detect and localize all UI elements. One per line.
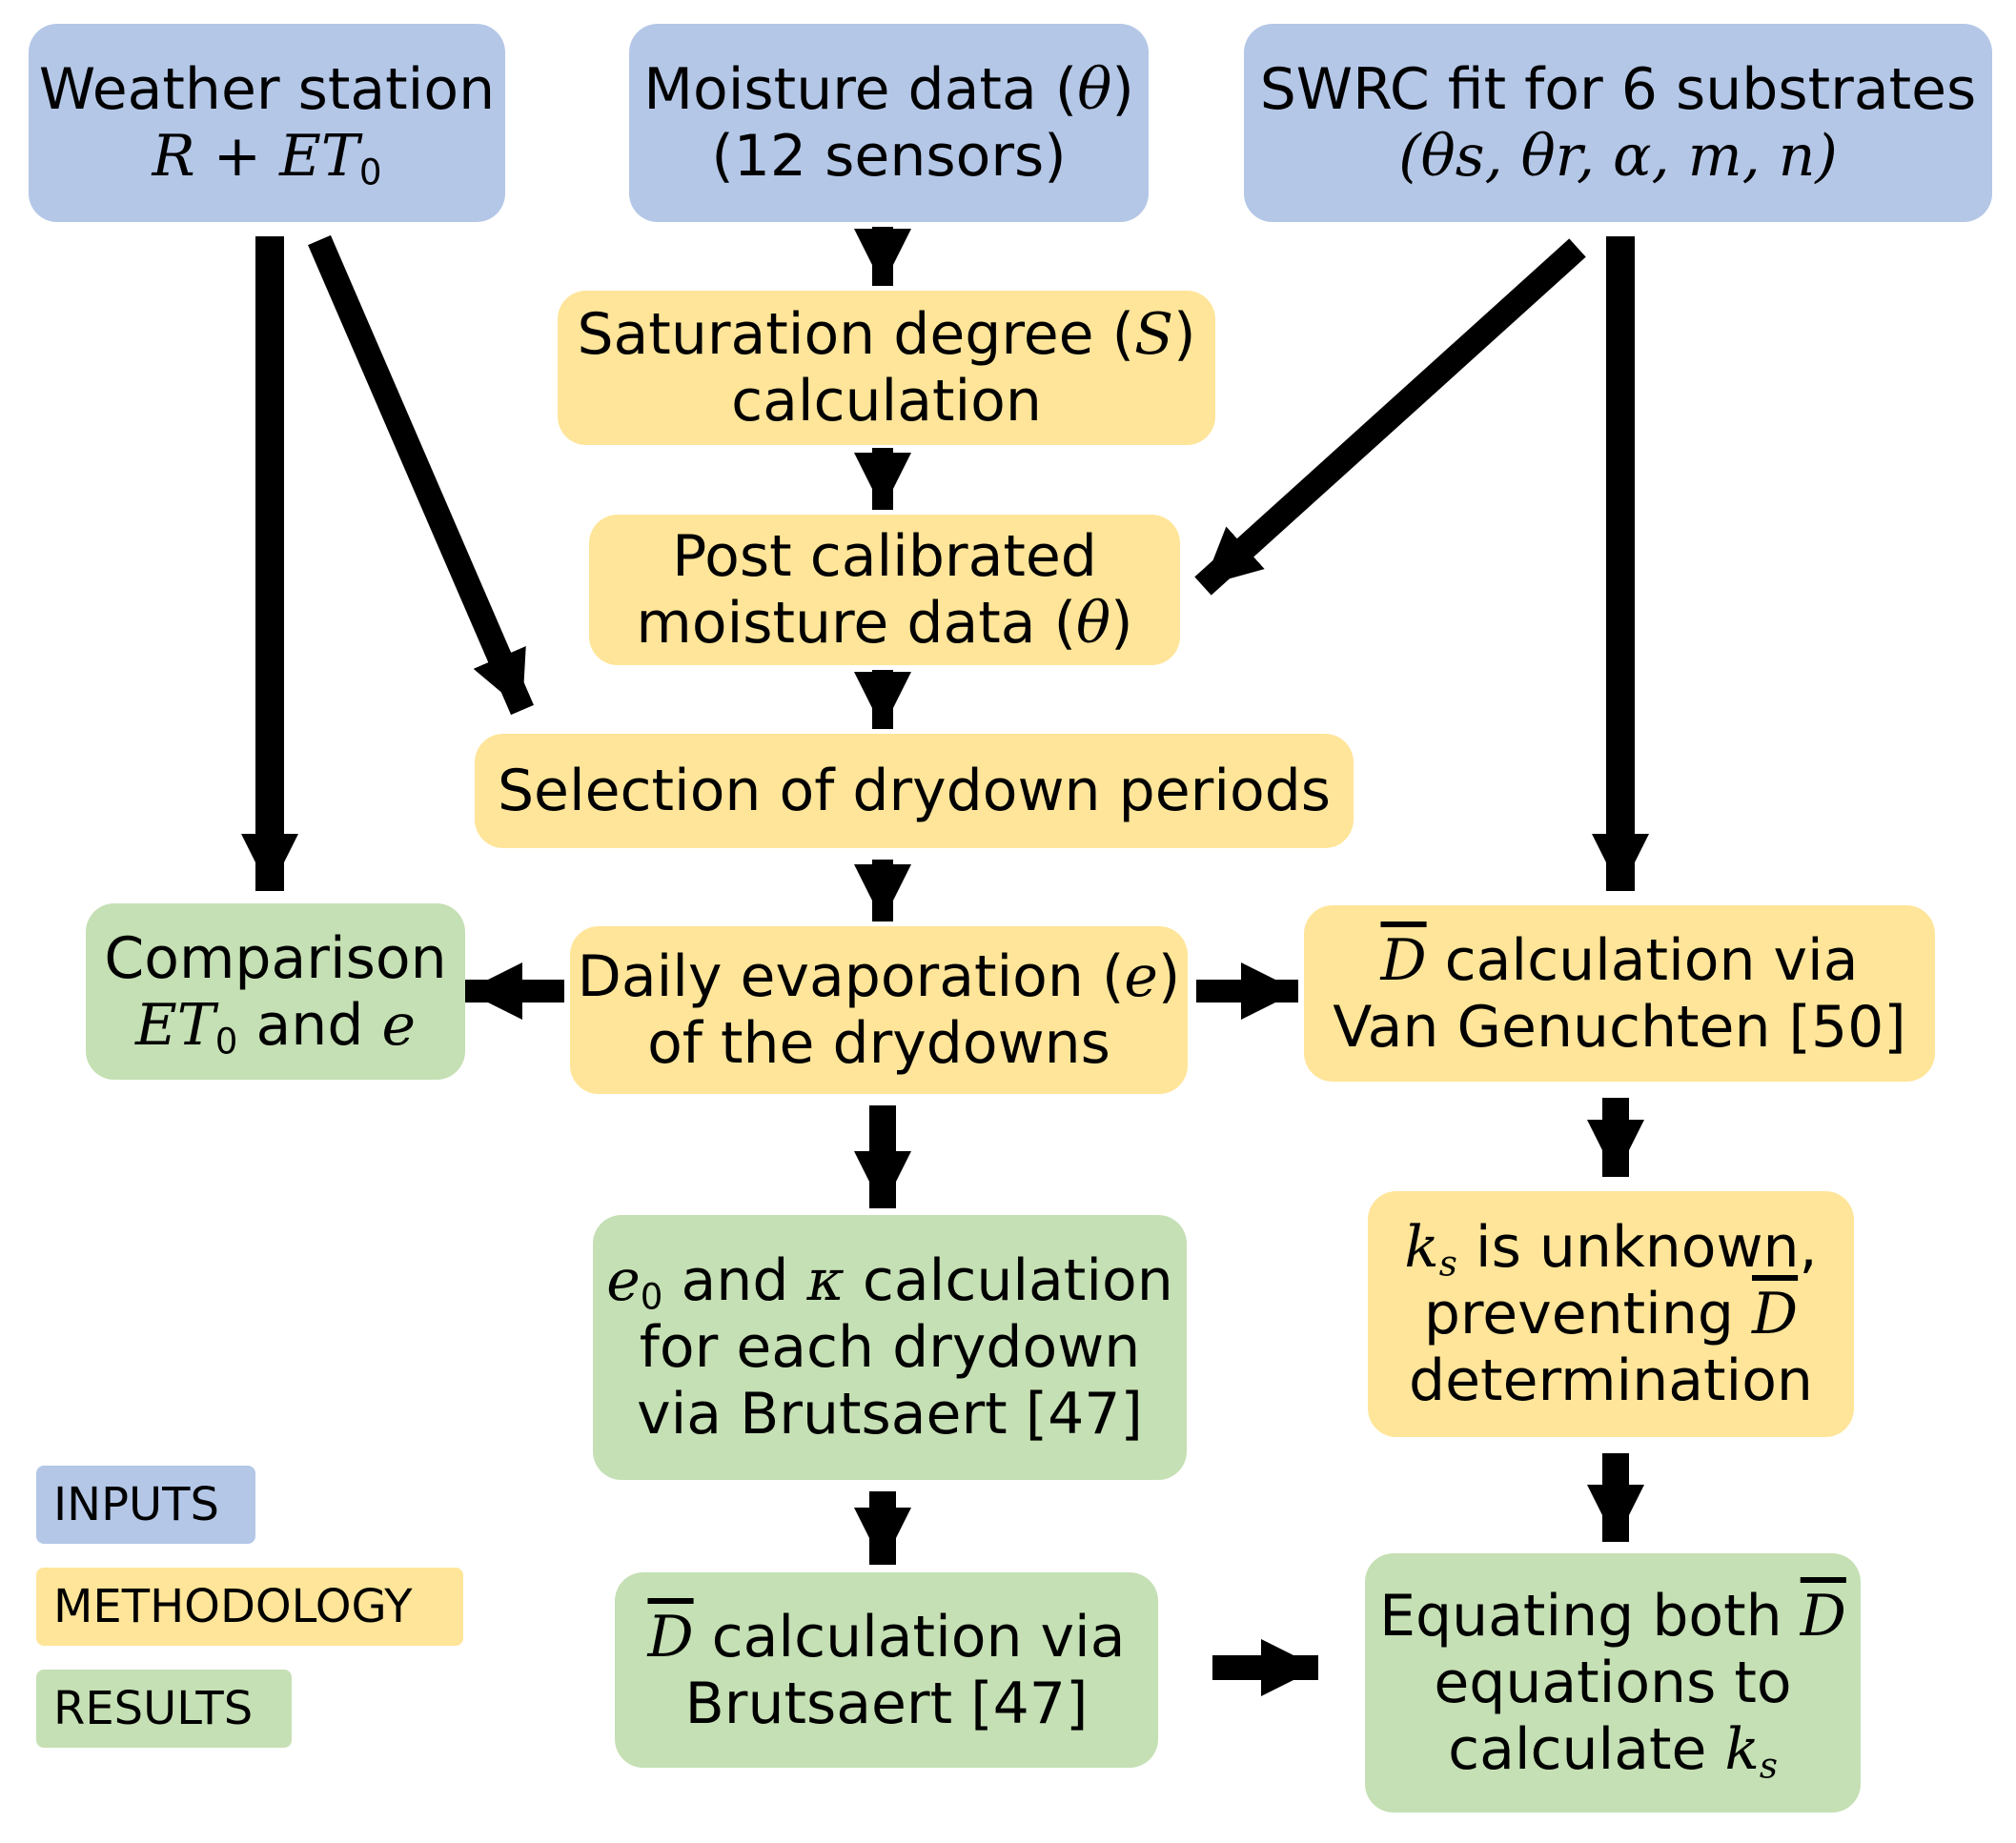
e0-kappa-line1: e0 and κ calculation: [606, 1247, 1173, 1318]
comparison-box: Comparison ET0 and e: [86, 903, 465, 1080]
ks-unknown-line3: determination: [1409, 1347, 1813, 1414]
ks-unknown-box: ks is unknown, preventing D determinatio…: [1368, 1191, 1854, 1437]
moisture-data-title: Moisture data (θ): [643, 56, 1134, 123]
saturation-degree-box: Saturation degree (S) calculation: [558, 291, 1215, 445]
legend-methodology: METHODOLOGY: [36, 1568, 463, 1646]
equating-line3: calculate ks: [1448, 1716, 1778, 1787]
saturation-degree-title: Saturation degree (S): [577, 301, 1196, 368]
comparison-vars: ET0 and e: [134, 991, 417, 1062]
post-calibrated-box: Post calibrated moisture data (θ): [589, 515, 1180, 665]
d-van-genuchten-title: D calculation via: [1380, 926, 1859, 994]
legend-results: RESULTS: [36, 1670, 292, 1748]
ks-unknown-line2: preventing D: [1423, 1281, 1799, 1347]
d-brutsaert-ref: Brutsaert [47]: [684, 1670, 1089, 1737]
e0-kappa-box: e0 and κ calculation for each drydown vi…: [593, 1215, 1187, 1480]
d-van-genuchten-box: D calculation via Van Genuchten [50]: [1304, 905, 1935, 1082]
daily-evaporation-title: Daily evaporation (e): [577, 943, 1181, 1010]
selection-drydown-title: Selection of drydown periods: [497, 758, 1332, 824]
selection-drydown-box: Selection of drydown periods: [475, 734, 1354, 848]
moisture-data-box: Moisture data (θ) (12 sensors): [629, 24, 1149, 222]
e0-kappa-line2: for each drydown: [639, 1314, 1141, 1381]
weather-station-box: Weather station R + ET0: [29, 24, 505, 222]
ks-unknown-line1: ks is unknown,: [1404, 1214, 1818, 1285]
d-brutsaert-title: D calculation via: [647, 1603, 1126, 1671]
post-calibrated-subtitle: moisture data (θ): [636, 590, 1133, 657]
e0-kappa-line3: via Brutsaert [47]: [637, 1381, 1143, 1448]
d-brutsaert-box: D calculation via Brutsaert [47]: [615, 1572, 1158, 1768]
swrc-fit-params: (θs, θr, α, m, n): [1398, 123, 1838, 190]
d-van-genuchten-ref: Van Genuchten [50]: [1333, 993, 1906, 1061]
equating-line1: Equating both D: [1379, 1583, 1846, 1650]
equating-line2: equations to: [1434, 1650, 1792, 1716]
daily-evaporation-subtitle: of the drydowns: [647, 1010, 1110, 1077]
weather-station-vars: R + ET0: [152, 123, 382, 193]
equating-box: Equating both D equations to calculate k…: [1365, 1553, 1861, 1813]
daily-evaporation-box: Daily evaporation (e) of the drydowns: [570, 926, 1188, 1094]
weather-station-title: Weather station: [38, 56, 496, 123]
saturation-degree-subtitle: calculation: [731, 368, 1042, 435]
arrow-weather-to-selection: [308, 234, 534, 716]
arrow-swrc-to-post: [1194, 238, 1586, 596]
moisture-sensors-count: (12 sensors): [711, 123, 1067, 190]
legend-inputs: INPUTS: [36, 1466, 255, 1544]
swrc-fit-box: SWRC fit for 6 substrates (θs, θr, α, m,…: [1244, 24, 1992, 222]
comparison-title: Comparison: [104, 924, 447, 992]
swrc-fit-title: SWRC fit for 6 substrates: [1259, 56, 1977, 123]
post-calibrated-title: Post calibrated: [672, 523, 1097, 590]
